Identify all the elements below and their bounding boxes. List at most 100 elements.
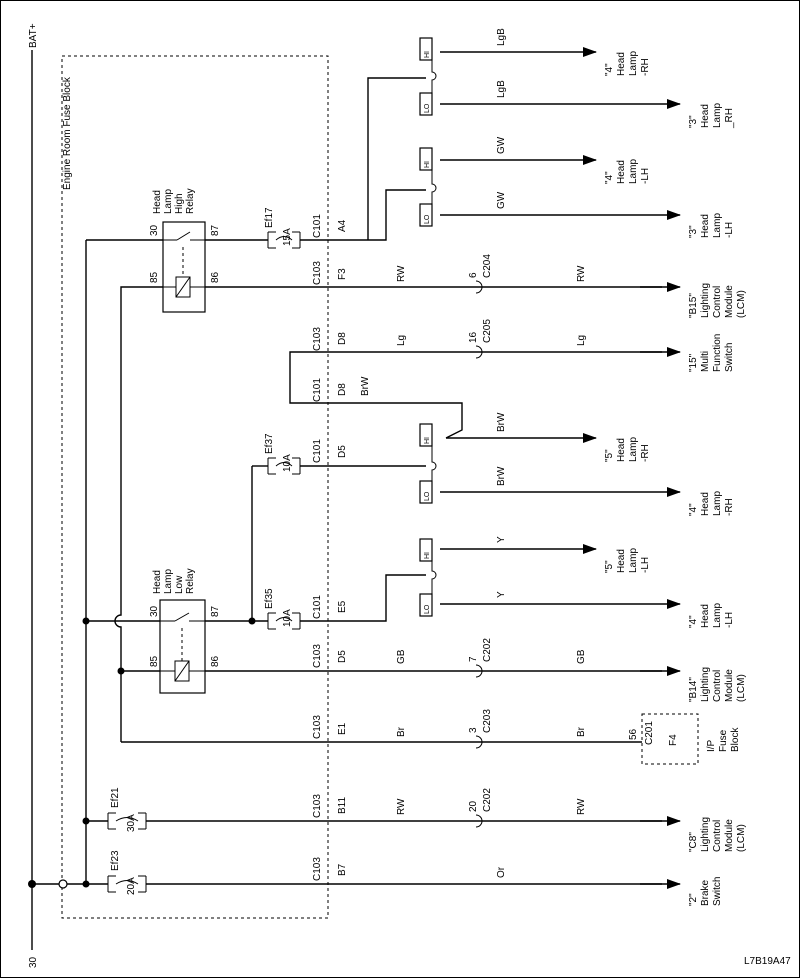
row2-pin: F3	[337, 268, 348, 280]
svg-text:"4": "4"	[604, 171, 615, 184]
svg-text:"15": "15"	[688, 353, 699, 372]
svg-text:Module: Module	[724, 819, 735, 852]
svg-text:Head: Head	[700, 604, 711, 628]
svg-text:Lamp: Lamp	[628, 437, 639, 462]
wire-label-gb-b: GB	[576, 649, 587, 664]
svg-text:Lamp: Lamp	[712, 103, 723, 128]
svg-text:C204: C204	[482, 254, 493, 278]
svg-text:-RH: -RH	[640, 444, 651, 462]
ip-fuse-label-1: I/P	[706, 739, 717, 752]
svg-text:16: 16	[468, 331, 479, 343]
row8-conn: C103	[312, 715, 323, 739]
row9-conn: C103	[312, 794, 323, 818]
svg-text:Lighting: Lighting	[700, 667, 711, 702]
row8-pin: E1	[337, 722, 348, 735]
svg-text:Head: Head	[616, 438, 627, 462]
lamp-switch-group-mid	[431, 430, 437, 486]
low-relay-pin-86: 86	[210, 655, 221, 667]
destination-d13: "2" Brake Switch	[688, 877, 723, 906]
connector-terminal	[58, 879, 68, 889]
fuse-ef21	[107, 812, 147, 830]
svg-text:-LH: -LH	[724, 222, 735, 238]
wire-e5-to-lamps	[300, 574, 426, 622]
svg-text:Control: Control	[712, 670, 723, 702]
head-lamp-high-relay	[162, 221, 206, 313]
svg-text:20: 20	[468, 800, 479, 812]
svg-text:_RH: _RH	[724, 108, 735, 129]
row3-conn: C103	[312, 327, 323, 351]
svg-text:"3": "3"	[688, 225, 699, 238]
row9-pin: B11	[337, 797, 348, 814]
svg-text:HI: HI	[424, 552, 431, 559]
internal-bus-b	[114, 286, 163, 742]
fuse-ef21-rating: 30A	[126, 814, 137, 832]
svg-text:Lamp: Lamp	[712, 603, 723, 628]
battery-label: BAT+	[28, 23, 39, 48]
svg-text:Head: Head	[700, 104, 711, 128]
high-relay-name-4: Relay	[185, 188, 196, 214]
destination-d10: "4" Head Lamp -LH	[688, 603, 735, 628]
svg-text:HI: HI	[424, 161, 431, 168]
svg-text:(LCM): (LCM)	[736, 290, 747, 318]
wire-label-lg-a: Lg	[396, 335, 407, 346]
svg-text:-RH: -RH	[724, 498, 735, 516]
destination-d5: "B15" Lighting Control Module (LCM)	[688, 283, 747, 318]
svg-text:Switch: Switch	[712, 877, 723, 906]
ip-fuse-block-box	[641, 713, 699, 765]
svg-text:Head: Head	[700, 492, 711, 516]
svg-text:Lamp: Lamp	[628, 548, 639, 573]
lamp-switch-group-upper	[425, 46, 437, 210]
ip-fuse-name: F4	[668, 734, 679, 746]
svg-text:LO: LO	[424, 491, 431, 501]
wire-label-lgb-1: LgB	[496, 28, 507, 46]
svg-text:Module: Module	[724, 669, 735, 702]
fuse-ef17-name: Ef17	[264, 207, 275, 228]
fuse-ef37-name: Ef37	[264, 433, 275, 454]
lamp-hi-icon: HI	[419, 423, 433, 447]
row7-conn: C103	[312, 644, 323, 668]
svg-text:LO: LO	[424, 604, 431, 614]
row6-pin: E5	[337, 600, 348, 613]
wire-label-rw-a: RW	[396, 265, 407, 282]
lamp-lo-icon: LO	[419, 203, 433, 227]
wire-label-rw-d: RW	[576, 798, 587, 815]
inline-connector-c204: 6 C204	[468, 254, 493, 294]
fuse-ef23-name: Ef23	[110, 850, 121, 871]
svg-text:"5": "5"	[604, 449, 615, 462]
svg-text:C203: C203	[482, 709, 493, 733]
wire-label-lg-b: Lg	[576, 335, 587, 346]
wire-label-rw-c: RW	[396, 798, 407, 815]
svg-text:Head: Head	[616, 549, 627, 573]
svg-text:"2": "2"	[688, 893, 699, 906]
svg-text:LO: LO	[424, 214, 431, 224]
svg-text:Lighting: Lighting	[700, 817, 711, 852]
svg-text:Lamp: Lamp	[628, 159, 639, 184]
fuse-ef35-name: Ef35	[264, 588, 275, 609]
svg-text:Multi: Multi	[700, 351, 711, 372]
destination-d4: "3" Head Lamp -LH	[688, 213, 735, 238]
destination-d3: "4" Head Lamp -LH	[604, 159, 651, 184]
svg-text:-LH: -LH	[724, 612, 735, 628]
svg-text:Function: Function	[712, 334, 723, 372]
svg-text:"B15": "B15"	[688, 293, 699, 318]
low-relay-pin-85: 85	[149, 655, 160, 667]
row1-pin: A4	[337, 219, 348, 232]
svg-text:C202: C202	[482, 788, 493, 812]
low-relay-name-4: Relay	[185, 568, 196, 594]
fuse-block-outline	[61, 55, 329, 919]
row10-conn: C103	[312, 857, 323, 881]
lamp-hi-icon: HI	[419, 538, 433, 562]
wire-label-brw-loop: BrW	[360, 376, 371, 396]
inline-connector-c202-gb: 7 C202	[468, 638, 493, 678]
wire-a4-branch	[367, 77, 426, 240]
svg-text:Head: Head	[616, 52, 627, 76]
row5-conn: C101	[312, 439, 323, 463]
row3-pin: D8	[337, 332, 348, 345]
inline-connector-c205: 16 C205	[468, 319, 493, 359]
wire-label-gb-a: GB	[396, 649, 407, 664]
svg-text:"3": "3"	[688, 115, 699, 128]
svg-text:3: 3	[468, 727, 479, 733]
lamp-hi-icon: HI	[419, 147, 433, 171]
fuse-ef17-rating: 15A	[282, 228, 293, 246]
wire-label-brw-2: BrW	[496, 466, 507, 486]
